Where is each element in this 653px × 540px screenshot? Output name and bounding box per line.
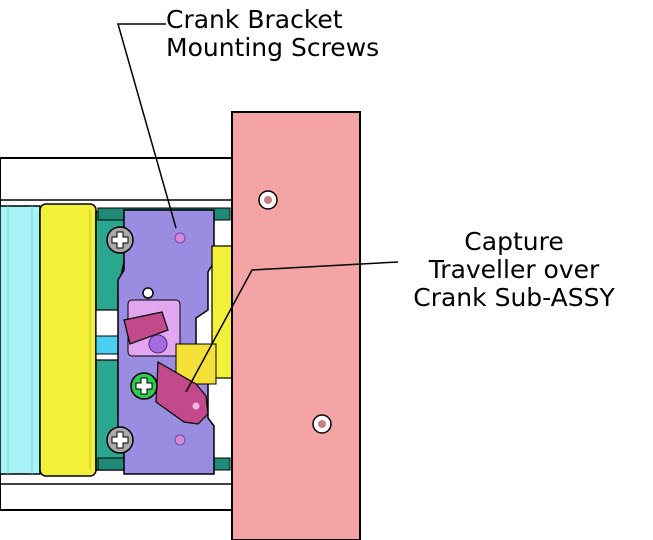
callout-line: Crank Bracket [166, 5, 343, 34]
capture-traveller-leader [185, 261, 399, 393]
crank-bracket-leader [117, 23, 177, 229]
green-phillips-screw-icon [130, 372, 158, 400]
capture-traveller-callout: Capture Traveller over Crank Sub-ASSY [384, 228, 644, 312]
callout-line: Crank Sub-ASSY [413, 283, 615, 312]
yellow-block [39, 203, 97, 477]
plate-hole-icon [312, 414, 332, 434]
plate-hole-icon [258, 190, 278, 210]
crank-bracket-callout: Crank Bracket Mounting Screws [166, 6, 379, 62]
mounting-plate [231, 111, 361, 540]
cyan-rail [0, 205, 41, 475]
callout-line: Mounting Screws [166, 33, 380, 62]
phillips-screw-icon [106, 226, 134, 254]
callout-line: Traveller over [428, 255, 600, 284]
callout-line: Capture [464, 227, 564, 256]
phillips-screw-icon [106, 426, 134, 454]
crank-arm [123, 311, 209, 425]
leader-lines [117, 23, 399, 393]
